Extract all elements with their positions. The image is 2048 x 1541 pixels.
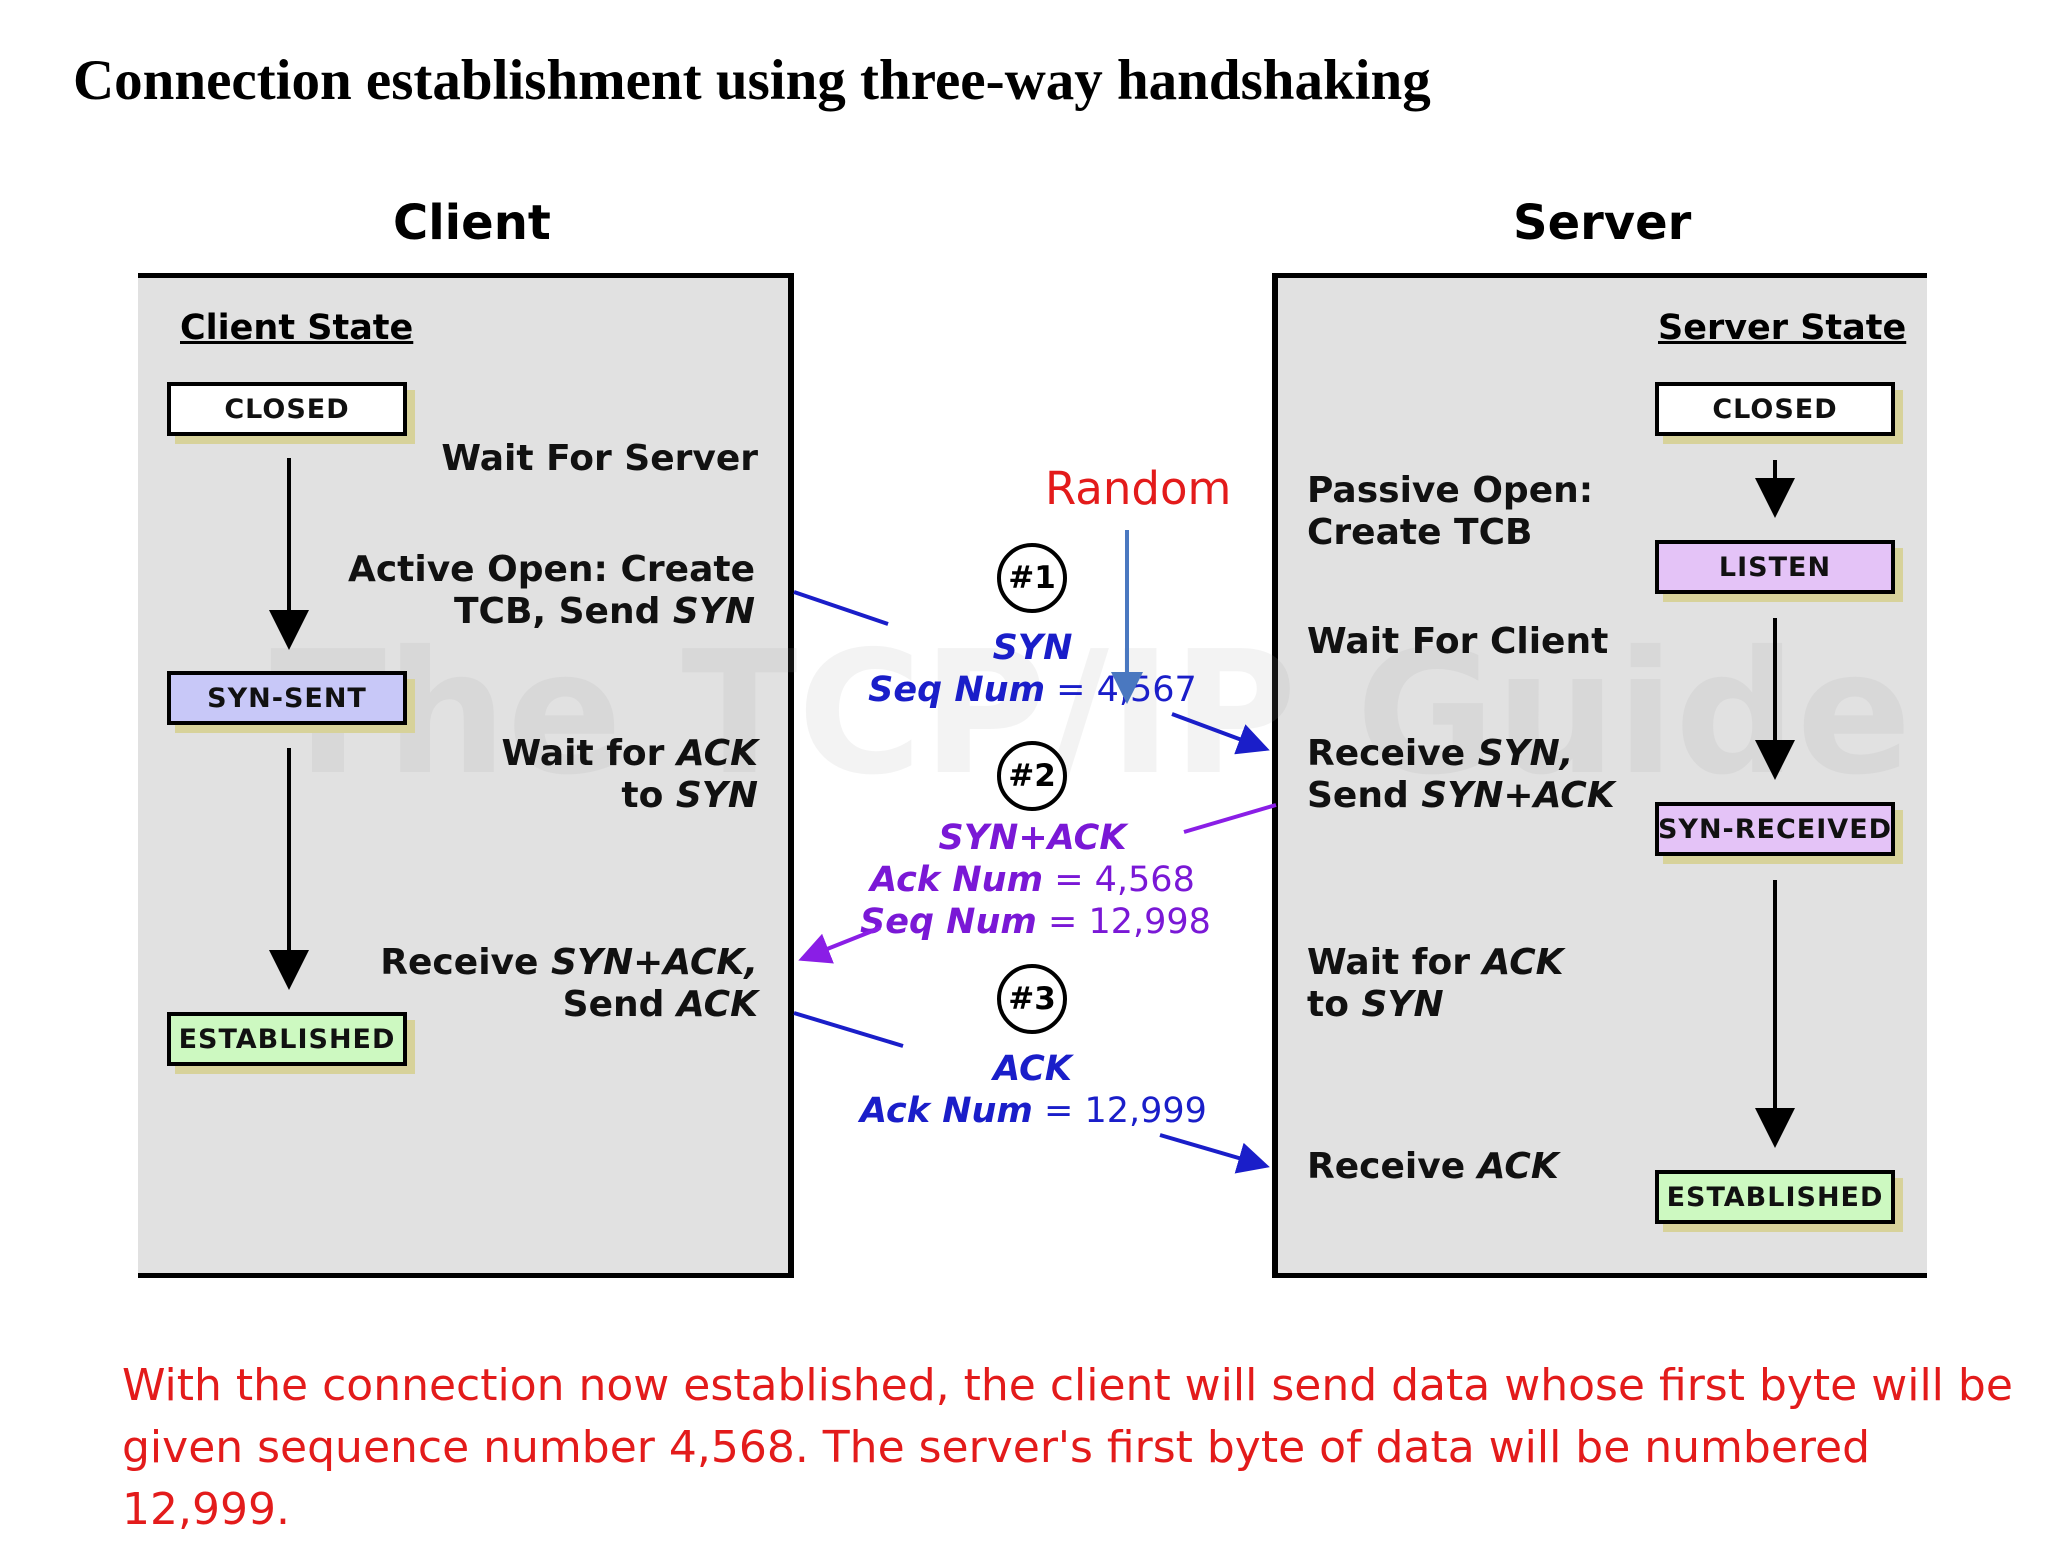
server-panel	[1272, 273, 1927, 1278]
client-state-syn-sent: SYN-SENT	[167, 671, 407, 725]
server-state-closed: CLOSED	[1655, 382, 1895, 436]
message-1-seq: Seq Num = 4,567	[868, 670, 1197, 710]
syn-arrow-segment-2	[1171, 712, 1270, 755]
server-step-receive-syn-line1: Receive SYN,	[1307, 733, 1574, 774]
server-step-receive-syn-line2: Send SYN+ACK	[1307, 775, 1615, 816]
client-panel	[138, 273, 794, 1278]
client-step-wait-ack: Wait for ACK to SYN	[430, 733, 758, 817]
client-step-active-open: Active Open: Create TCB, Send SYN	[330, 549, 755, 633]
message-1-name: SYN	[992, 628, 1073, 668]
client-state-closed: CLOSED	[167, 382, 407, 436]
client-step-active-open-line2: TCB, Send SYN	[453, 591, 755, 632]
client-step-receive-line2: Send ACK	[562, 984, 758, 1025]
client-state-title: Client State	[180, 308, 414, 348]
message-2-seq: Seq Num = 12,998	[860, 902, 1211, 942]
message-1-number: #1	[997, 543, 1067, 613]
ack-arrow-segment-2	[1159, 1133, 1270, 1174]
syn-arrow-segment-1	[793, 590, 889, 626]
server-state-listen: LISTEN	[1655, 540, 1895, 594]
message-2-number: #2	[997, 741, 1067, 811]
client-step-wait-server: Wait For Server	[441, 438, 758, 479]
server-state-established: ESTABLISHED	[1655, 1170, 1895, 1224]
message-3-number: #3	[997, 964, 1067, 1034]
message-3-ack: Ack Num = 12,999	[860, 1091, 1207, 1131]
server-step-receive-syn: Receive SYN, Send SYN+ACK	[1307, 733, 1615, 817]
client-step-wait-ack-line1: Wait for ACK	[501, 733, 758, 774]
synack-arrow-segment-2	[798, 926, 881, 964]
server-heading: Server	[1513, 195, 1692, 251]
server-step-passive-line2: Create TCB	[1307, 512, 1533, 553]
server-step-wait-ack-line2: to SYN	[1307, 984, 1444, 1025]
server-step-wait-ack-line1: Wait for ACK	[1307, 942, 1564, 983]
client-state-established: ESTABLISHED	[167, 1012, 407, 1066]
server-state-syn-received: SYN-RECEIVED	[1655, 802, 1895, 856]
client-step-receive-line1: Receive SYN+ACK,	[380, 942, 758, 983]
synack-arrow-segment-1	[1183, 803, 1277, 834]
server-step-receive-ack: Receive ACK	[1307, 1146, 1559, 1187]
server-state-title: Server State	[1658, 308, 1907, 348]
message-3-name: ACK	[993, 1049, 1072, 1089]
server-step-wait-ack: Wait for ACK to SYN	[1307, 942, 1564, 1026]
random-annotation: Random	[1045, 462, 1232, 515]
client-step-wait-ack-line2: to SYN	[621, 775, 758, 816]
client-step-receive-synack: Receive SYN+ACK, Send ACK	[330, 942, 758, 1026]
message-2-name: SYN+ACK	[938, 818, 1127, 858]
ack-arrow-segment-1	[793, 1011, 904, 1048]
slide-title: Connection establishment using three-way…	[73, 49, 1431, 112]
client-step-active-open-line1: Active Open: Create	[347, 549, 755, 590]
message-2-ack: Ack Num = 4,568	[870, 860, 1195, 900]
client-heading: Client	[393, 195, 551, 251]
footnote: With the connection now established, the…	[122, 1360, 2013, 1535]
server-step-wait-client: Wait For Client	[1307, 621, 1609, 662]
server-step-passive-open: Passive Open: Create TCB	[1307, 470, 1593, 554]
server-step-passive-line1: Passive Open:	[1307, 470, 1594, 511]
